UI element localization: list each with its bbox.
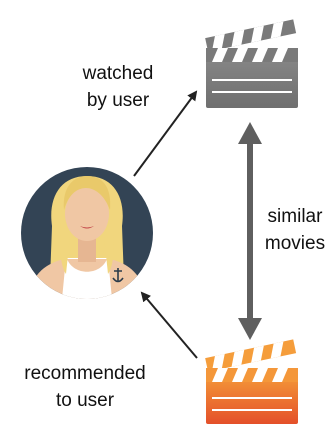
recommended-clapperboard-icon bbox=[205, 339, 298, 424]
recommended-arrow bbox=[140, 291, 198, 359]
recommended-to-user-label: recommended to user bbox=[0, 360, 170, 414]
watched-arrow bbox=[133, 90, 198, 177]
watched-clapperboard-icon bbox=[205, 19, 298, 108]
watched-label-line2: by user bbox=[86, 90, 150, 111]
similar-label-line2: movies bbox=[264, 233, 326, 254]
similar-label-line1: similar bbox=[267, 206, 323, 227]
recommended-label-line2: to user bbox=[55, 390, 115, 411]
recommended-label-line1: recommended bbox=[24, 363, 146, 384]
similar-double-arrow bbox=[238, 122, 262, 340]
watched-by-user-label: watched by user bbox=[58, 60, 178, 114]
watched-label-line1: watched bbox=[82, 63, 154, 84]
similar-movies-label: similar movies bbox=[254, 203, 332, 257]
user-avatar-icon bbox=[21, 167, 153, 299]
